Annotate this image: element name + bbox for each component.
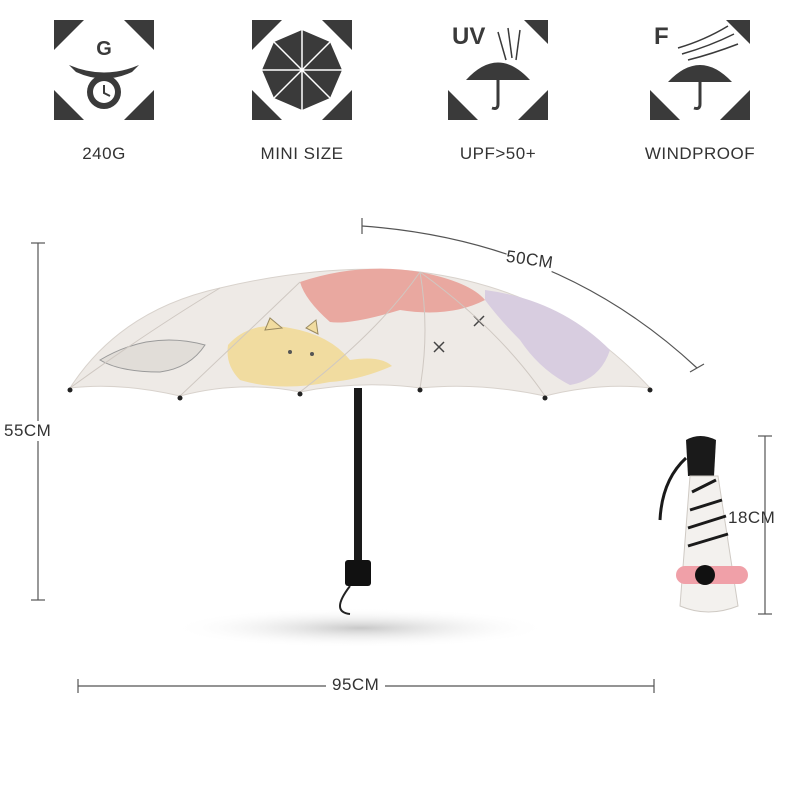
folded-umbrella xyxy=(658,436,748,613)
weight-scale-icon: G xyxy=(54,20,154,120)
feature-label: UPF>50+ xyxy=(459,144,537,163)
feature-label: WINDPROOF xyxy=(644,144,756,163)
wind-umbrella-icon: F xyxy=(650,20,750,120)
feature-label: MINI SIZE xyxy=(260,144,344,163)
folded-canopy-icon xyxy=(252,20,352,120)
ground-shadow xyxy=(170,608,550,648)
feature-uv: UV UPF>50+ xyxy=(418,20,578,170)
feature-windproof: F WINDPROOF xyxy=(620,20,780,170)
wind-symbol: F xyxy=(654,23,669,50)
feature-label: 240G xyxy=(82,144,126,163)
feature-mini-size: MINI SIZE xyxy=(222,20,382,170)
width-open-label: 95CM xyxy=(326,675,386,695)
umbrella-canopy xyxy=(67,268,653,401)
uv-umbrella-icon: UV xyxy=(448,20,548,120)
umbrella-shaft xyxy=(339,388,371,615)
folded-dimension-line xyxy=(758,435,772,615)
uv-symbol: UV xyxy=(452,23,485,50)
height-open-label: 55CM xyxy=(4,421,52,441)
folded-length-label: 18CM xyxy=(728,508,776,527)
feature-weight: G 240G xyxy=(24,20,184,170)
weight-symbol: G xyxy=(96,38,112,60)
